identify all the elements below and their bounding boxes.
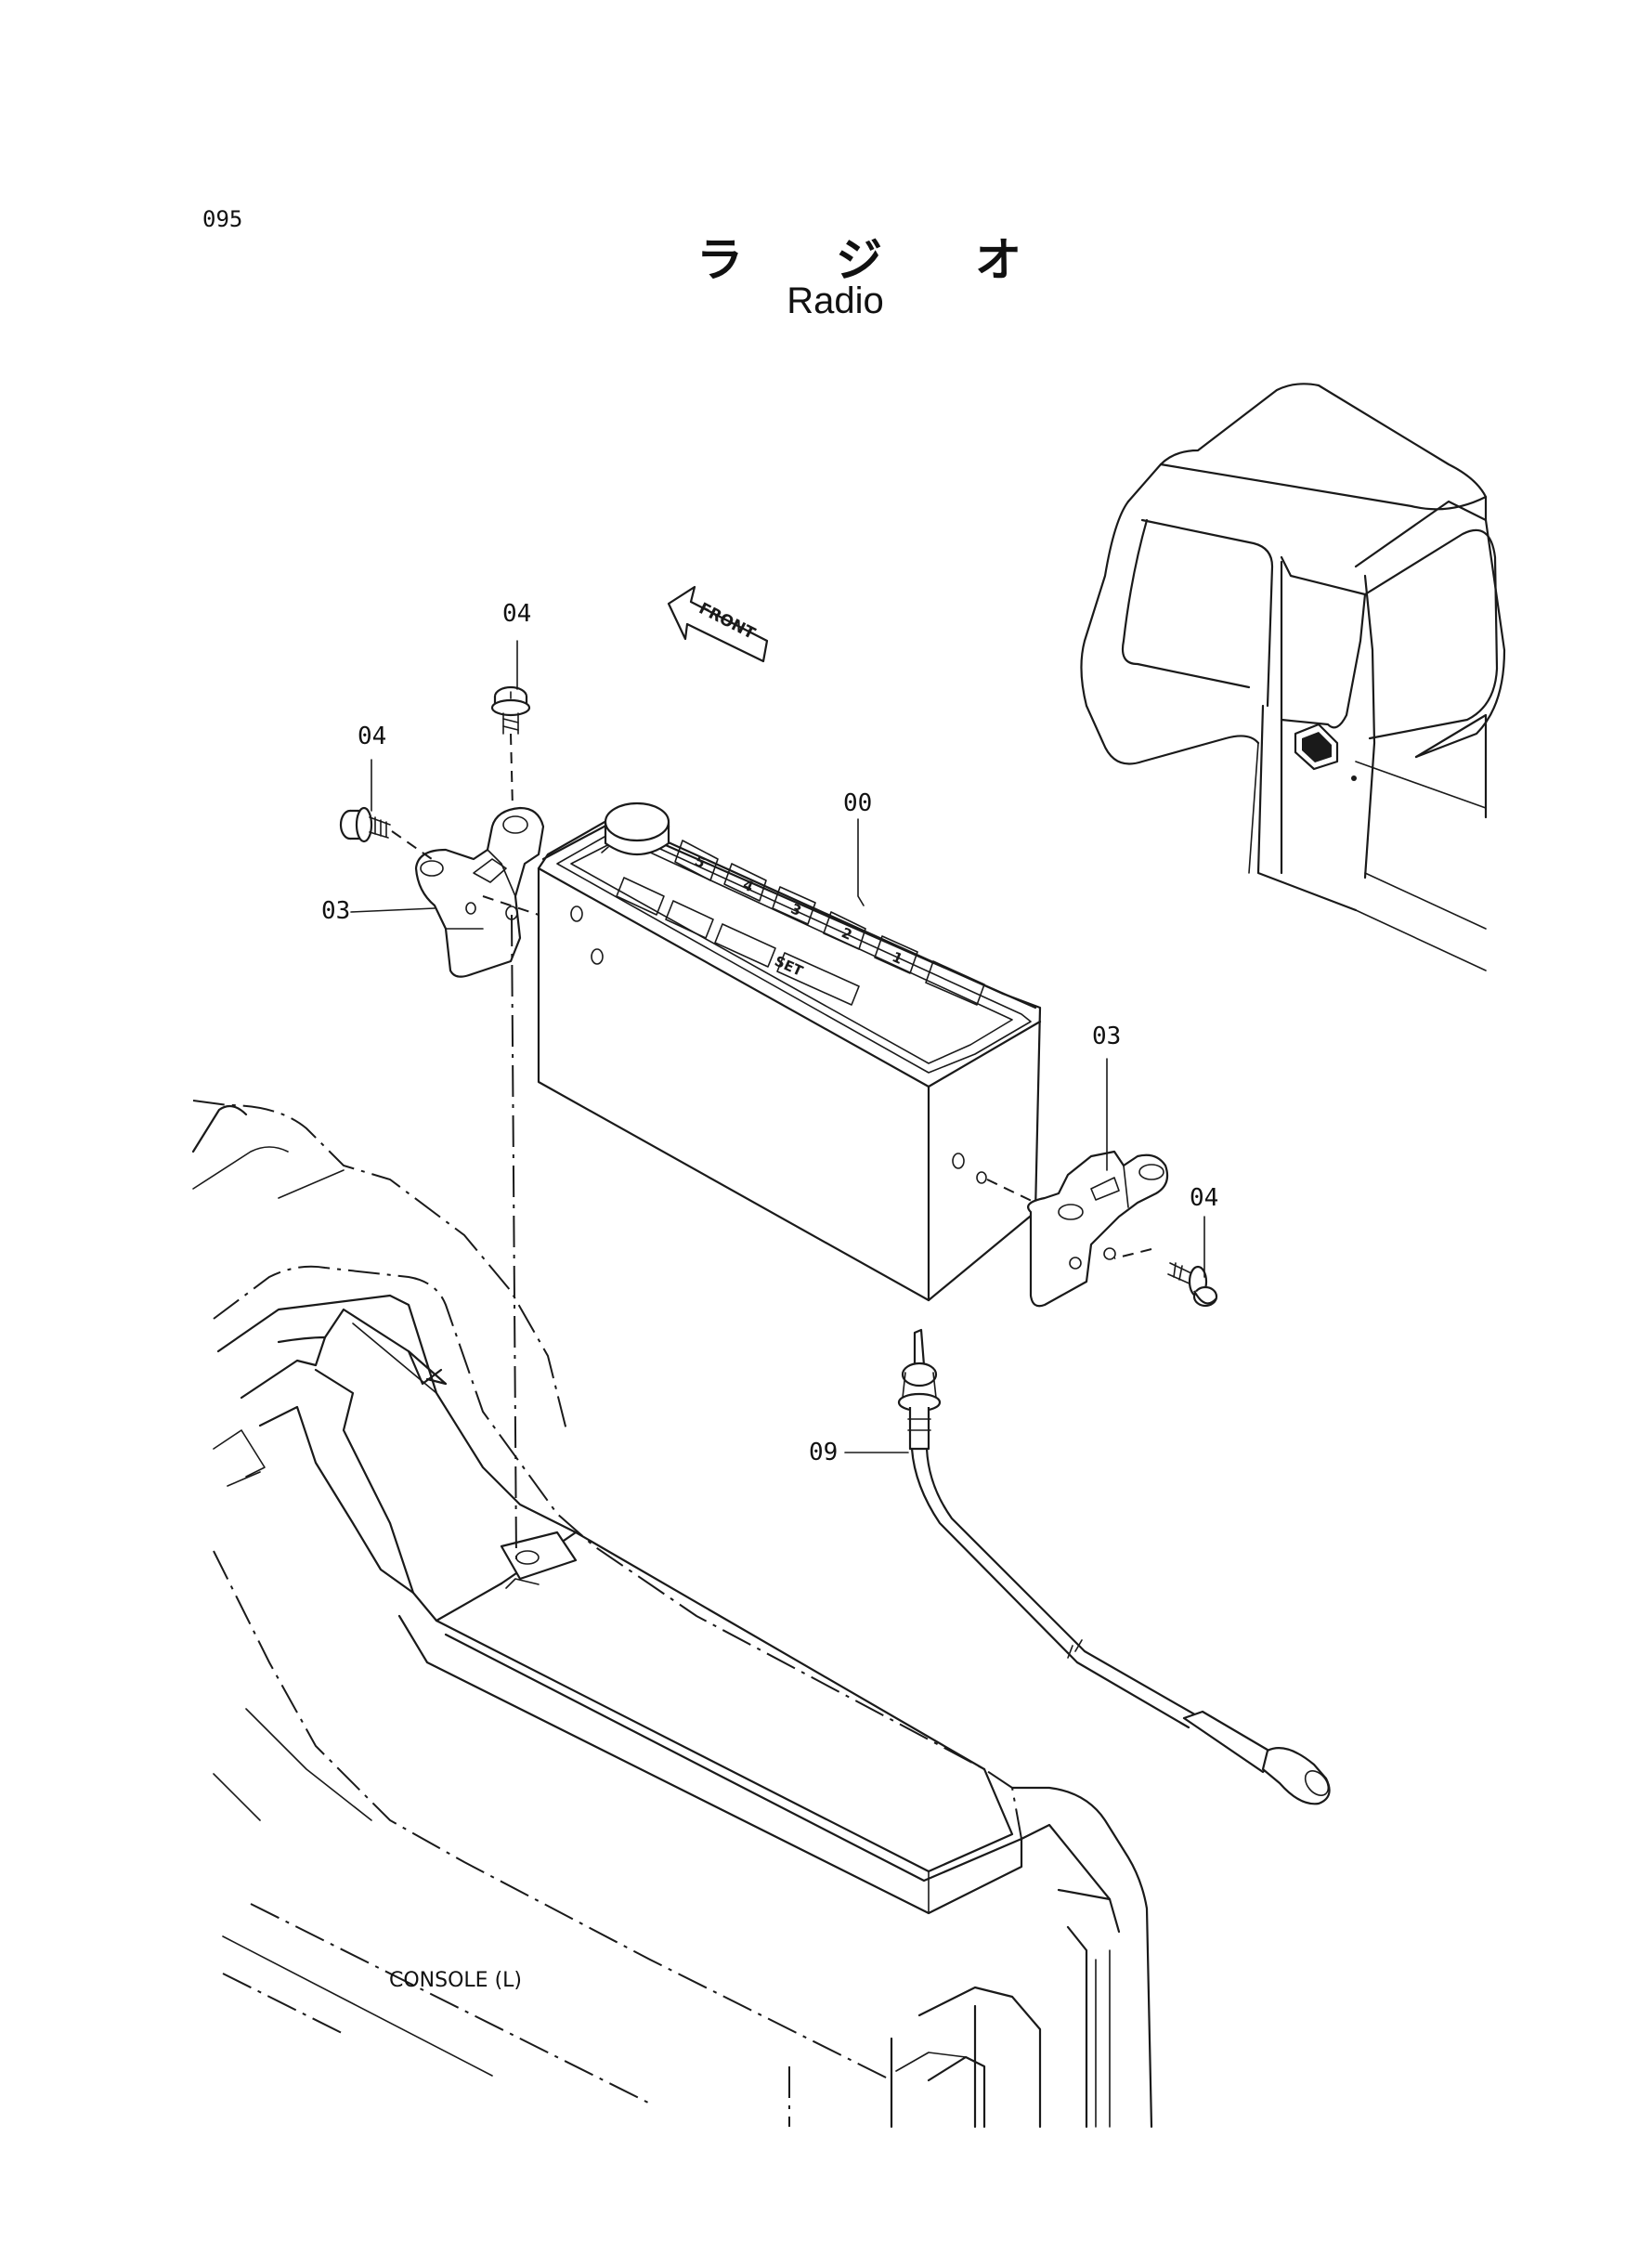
title-jp-char-1: ラ <box>696 233 743 287</box>
callout-04-left: 04 <box>358 723 387 750</box>
assembly-guide-lines <box>391 733 1152 1561</box>
screw-top-illustration <box>490 685 531 735</box>
callout-04-right: 04 <box>1190 1184 1219 1212</box>
callout-03-right: 03 <box>1092 1023 1122 1050</box>
cab-inset-illustration <box>1080 383 1506 971</box>
title-jp-char-3: オ <box>975 233 1021 287</box>
callout-04-top: 04 <box>502 600 532 628</box>
screw-left-illustration <box>339 806 391 843</box>
console-label: CONSOLE (L) <box>389 1969 522 1992</box>
callout-09-antenna: 09 <box>809 1439 839 1466</box>
left-bracket-illustration <box>414 806 545 978</box>
front-direction-arrow: FRONT <box>667 585 769 663</box>
callout-00-radio: 00 <box>843 789 873 817</box>
title-japanese: ラジオ <box>650 223 1077 290</box>
page-number: 095 <box>202 206 243 232</box>
callout-03-left: 03 <box>321 897 351 925</box>
console-left-illustration <box>191 1100 1153 2129</box>
screw-right-illustration <box>1167 1262 1218 1308</box>
radio-unit-illustration: 5 4 3 2 1 SET <box>537 801 1042 1302</box>
callout-leader-lines <box>350 640 1205 1453</box>
antenna-cable-illustration <box>897 1328 1331 1805</box>
title-english: Radio <box>787 280 884 321</box>
title-jp-char-2: ジ <box>836 233 882 287</box>
right-bracket-illustration <box>1027 1150 1169 1308</box>
